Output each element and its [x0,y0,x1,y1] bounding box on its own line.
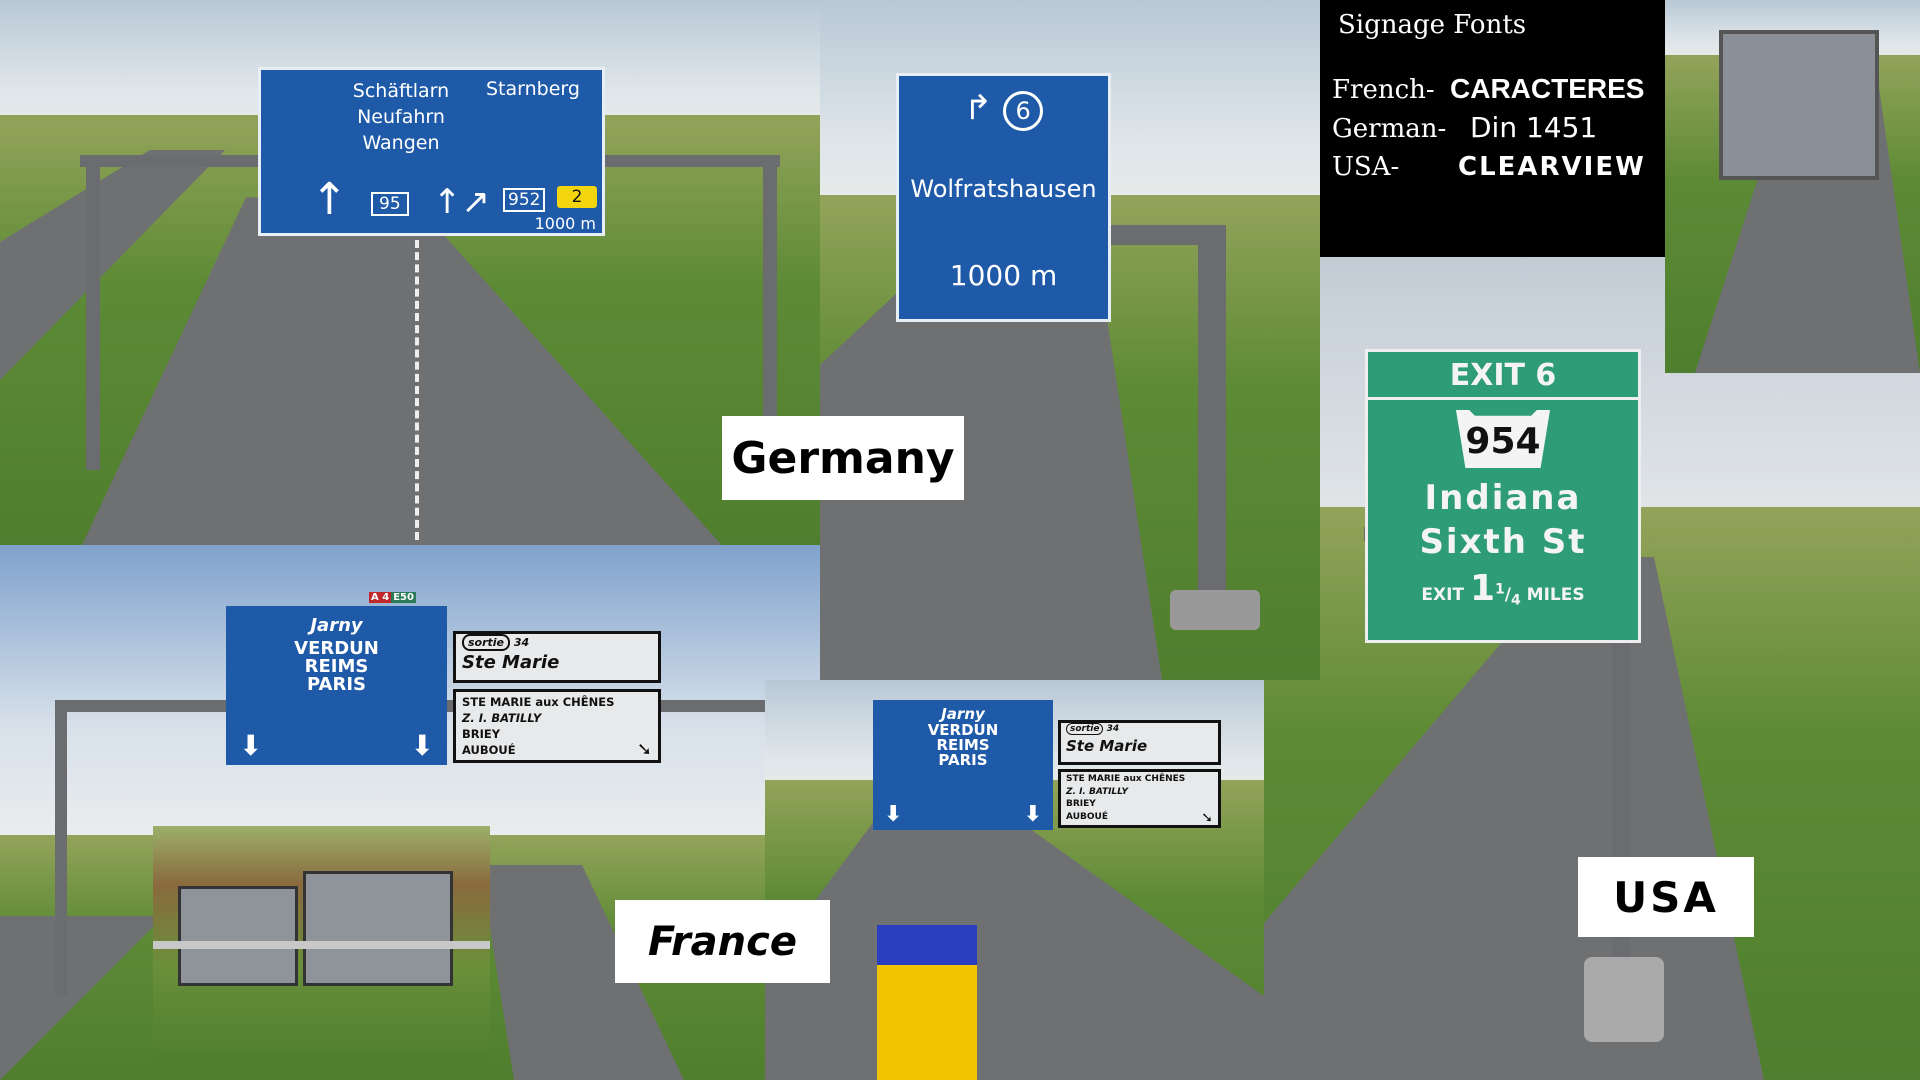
down-arrow-icon: ⬇ [884,802,903,827]
destination: VERDUN [927,721,999,739]
german-exit-sign: ↱ 6 Wolfratshausen 1000 m [896,73,1111,322]
destination: Starnberg [486,78,580,100]
route-shield: 95 [371,192,409,216]
label-germany: Germany [722,416,964,500]
destination: Wangen [362,132,440,154]
diagonal-arrow-icon: ➘ [1201,809,1213,826]
exit-number: 34 [513,636,530,649]
exit-number-badge: 2 [557,186,597,208]
french-exit-sign-2: sortie 34 Ste Marie [1058,720,1221,765]
french-exit-destinations-sign-2: STE MARIE aux CHÊNES Z. I. BATILLY BRIEY… [1058,769,1221,828]
destination: Wolfratshausen [910,175,1097,203]
down-arrow-icon: ⬇ [1023,802,1042,827]
exit-place: Ste Marie [1066,737,1148,755]
destination: VERDUN [294,638,379,659]
down-arrow-icon: ⬇ [239,729,263,762]
distance: 1000 m [949,259,1058,292]
destination: REIMS [936,736,990,754]
french-direction-sign-2: Jarny VERDUN REIMS PARIS ⬇ ⬇ [873,700,1053,830]
label-usa: USA [1578,857,1754,937]
fonts-title: Signage Fonts [1338,10,1527,40]
straight-arrow-icon: ↑ [311,174,348,225]
exit-number: 6 [1003,91,1044,131]
destination: Sixth St [1419,522,1587,562]
keystone-route-shield: 954 [1456,410,1550,468]
usa-exit-sign: EXIT 6 954 Indiana Sixth St EXIT 11/4 MI… [1365,349,1641,643]
truck [877,925,977,1080]
barrier-inset [153,826,490,1059]
label-france: France [615,900,830,983]
down-arrow-icon: ⬇ [410,729,434,762]
destination: Neufahrn [357,106,445,128]
fonts-info-box: Signage Fonts French-CARACTERES German-D… [1320,0,1665,257]
french-direction-sign: Jarny VERDUN REIMS PARIS ⬇ ⬇ [226,606,447,765]
destination: REIMS [304,656,369,677]
route-shield: 952 [503,188,546,212]
destination: Indiana [1424,478,1582,518]
exit-arrow-icon: ↱ [963,88,993,128]
distance: 1000 m [534,214,596,233]
exit-distance: EXIT 11/4 MILES [1421,568,1585,609]
destination: PARIS [307,674,366,695]
diagonal-arrow-icon: ➘ [636,739,652,760]
destination: Schäftlarn [352,80,450,102]
french-exit-sign: sortie 34 Ste Marie [453,631,661,683]
france-truck-scene [765,680,1264,1080]
font-row: French-CARACTERES [1332,73,1645,105]
destination: Jarny [310,615,363,636]
exit-place: Ste Marie [462,652,560,673]
font-row: USA-CLEARVIEW [1332,152,1646,182]
fork-arrow-icon: ↑↗ [433,182,490,222]
french-exit-destinations-sign: STE MARIE aux CHÊNES Z. I. BATILLY BRIEY… [453,689,661,763]
font-row: German-Din 1451 [1332,111,1598,144]
destination: PARIS [938,751,988,769]
exit-header: EXIT 6 [1368,352,1638,400]
destination: Jarny [941,705,985,723]
german-direction-sign: Schäftlarn Neufahrn Wangen Starnberg ↑ 9… [258,67,605,236]
barrier-scene-top [1665,0,1920,373]
germany-scene [0,0,820,545]
